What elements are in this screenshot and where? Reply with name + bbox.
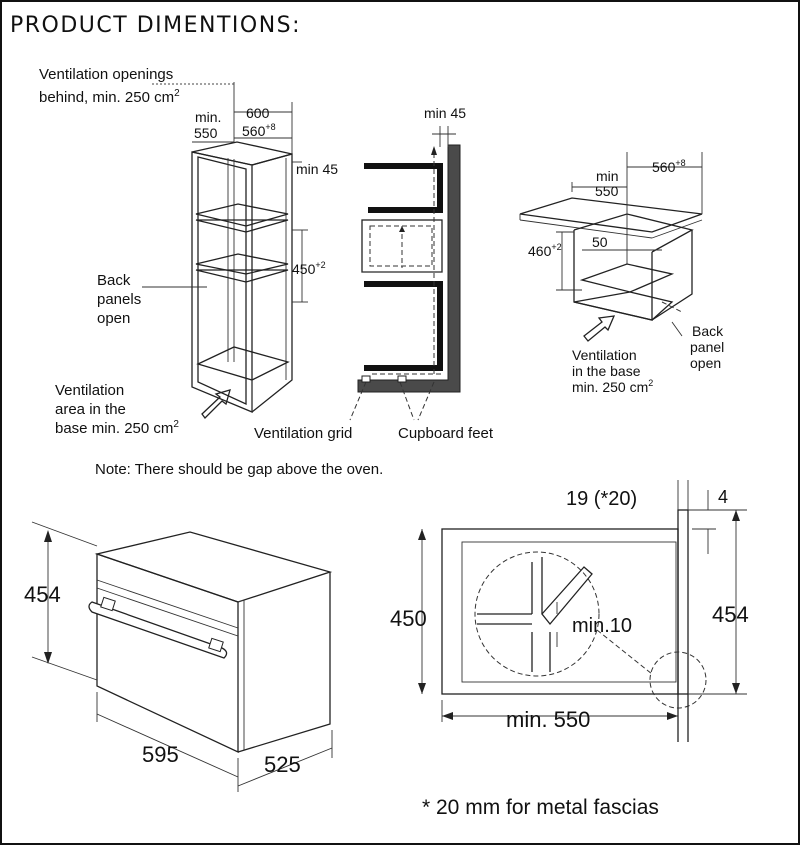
vent-area-text: base min. 250 cm (55, 420, 173, 437)
uc-gap-50: 50 (592, 234, 608, 250)
gap-4: 4 (718, 487, 728, 507)
uc-height-460-sup: +2 (551, 242, 561, 252)
cabinet-width-600: 600 (246, 105, 270, 121)
uc-vent-line2: in the base (572, 363, 641, 379)
oven-height-454: 454 (24, 582, 61, 607)
cabinet-depth-min: 550 (194, 125, 218, 141)
back-panels-line1: Back (97, 272, 131, 289)
side-section-drawing (418, 480, 747, 742)
ventilation-grid-label: Ventilation grid (254, 425, 352, 442)
section-min-45: min 45 (424, 105, 466, 121)
oven-drawing (31, 521, 333, 792)
uc-vent-sup: 2 (648, 378, 653, 388)
uc-height-460: 460+2 (528, 242, 562, 259)
oven-width-595: 595 (142, 742, 179, 767)
back-panels-line3: open (97, 310, 130, 327)
side-height-450: 450 (390, 606, 427, 631)
uc-min-label: min (596, 168, 619, 184)
cross-section-drawing (349, 126, 461, 421)
uc-width-560-value: 560 (652, 159, 676, 175)
cabinet-width-560-sup: +8 (265, 122, 275, 132)
cabinet-vent-openings-line1: Ventilation openings (39, 66, 173, 83)
cabinet-height-450-value: 450 (292, 261, 316, 277)
fascia-19-20: 19 (*20) (566, 488, 637, 510)
tall-cabinet-drawing (142, 82, 308, 419)
cabinet-min-label: min. (195, 109, 221, 125)
vent-area-line3: base min. 250 cm2 (55, 419, 179, 437)
undercounter-drawing (519, 152, 703, 342)
uc-back-line3: open (690, 355, 721, 371)
cabinet-height-450: 450+2 (292, 260, 326, 277)
vent-area-line1: Ventilation (55, 382, 124, 399)
cabinet-min-45: min 45 (296, 161, 338, 177)
cabinet-width-560-value: 560 (242, 123, 266, 139)
uc-depth-550: 550 (595, 183, 619, 199)
back-panels-line2: panels (97, 291, 141, 308)
vent-area-line2: area in the (55, 401, 126, 418)
cupboard-feet-label: Cupboard feet (398, 425, 494, 442)
min-550-label: min. 550 (506, 707, 590, 732)
vent-area-sup: 2 (173, 419, 179, 430)
uc-height-460-value: 460 (528, 243, 552, 259)
uc-back-line2: panel (690, 339, 724, 355)
oven-depth-525: 525 (264, 752, 301, 777)
cabinet-vent-openings-text: behind, min. 250 cm (39, 89, 174, 106)
uc-vent-line3: min. 250 cm2 (572, 378, 653, 395)
uc-vent-text: min. 250 cm (572, 379, 648, 395)
uc-width-560-sup: +8 (675, 158, 685, 168)
side-height-454: 454 (712, 602, 749, 627)
cabinet-vent-openings-line2: behind, min. 250 cm2 (39, 88, 180, 106)
footnote-metal-fascias: * 20 mm for metal fascias (422, 796, 659, 819)
cabinet-vent-openings-sup: 2 (174, 88, 180, 99)
min-10-label: min.10 (572, 615, 632, 637)
cabinet-width-560: 560+8 (242, 122, 276, 139)
uc-width-560: 560+8 (652, 158, 686, 175)
cabinet-height-450-sup: +2 (315, 260, 325, 270)
note-text: Note: There should be gap above the oven… (95, 461, 383, 478)
uc-back-line1: Back (692, 323, 724, 339)
uc-vent-line1: Ventilation (572, 347, 637, 363)
page-title: PRODUCT DIMENTIONS: (10, 13, 301, 38)
